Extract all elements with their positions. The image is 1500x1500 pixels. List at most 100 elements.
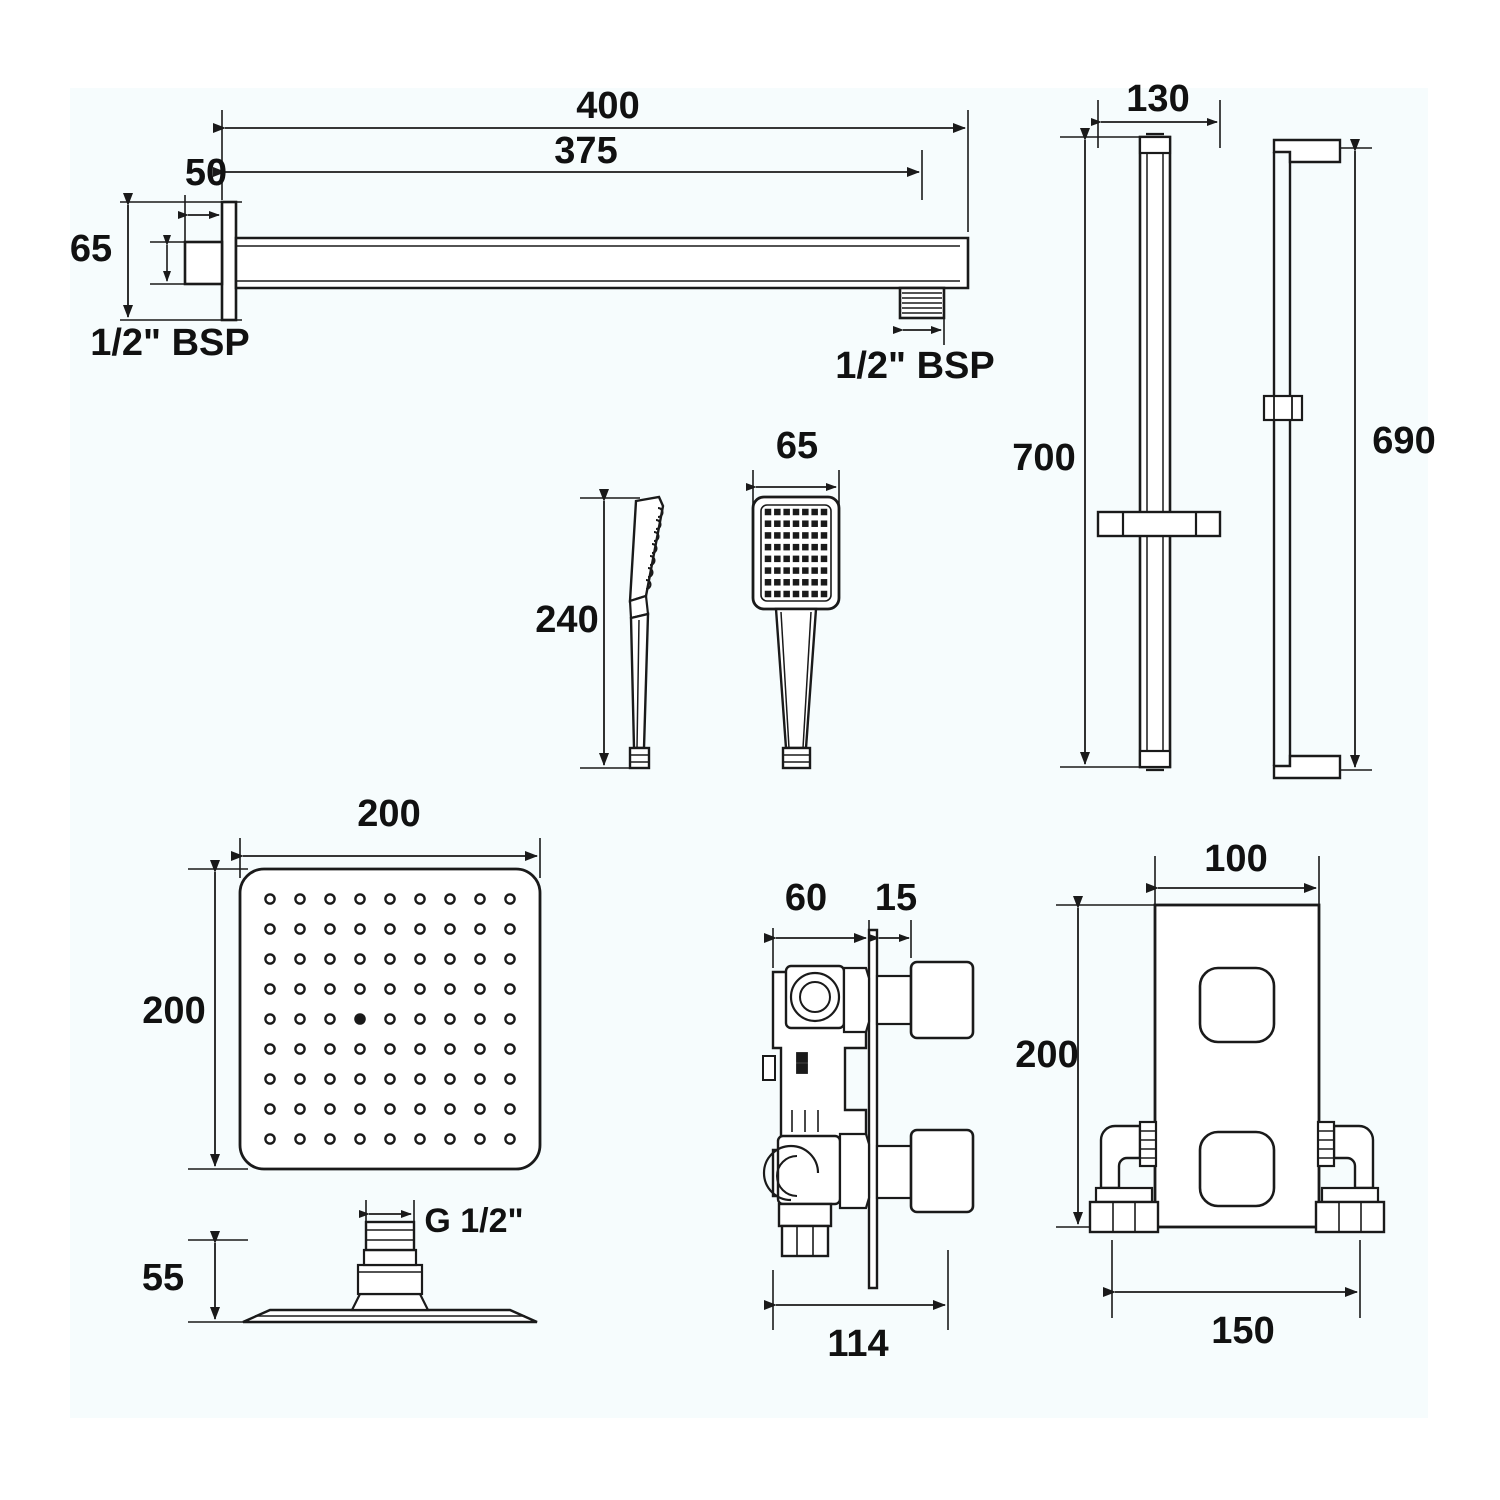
- overhead-nozzle: [444, 923, 456, 935]
- overhead-nozzle: [504, 1103, 516, 1115]
- overhead-nozzle: [384, 893, 396, 905]
- dimension-label-dim-65-arm: 65: [70, 228, 112, 270]
- handset-nozzle: [811, 508, 818, 516]
- dimension-label-dim-114: 114: [827, 1323, 888, 1365]
- overhead-nozzle: [294, 1103, 306, 1115]
- handset-front-hose-nut: [781, 746, 812, 770]
- valve-side-lower-knob: [909, 1128, 975, 1214]
- arm-outlet-thread: [902, 292, 942, 314]
- overhead-nozzle: [414, 923, 426, 935]
- rail-bottom-cap: [1138, 749, 1172, 769]
- overhead-nozzle: [294, 1073, 306, 1085]
- overhead-nozzle: [324, 1073, 336, 1085]
- handset-nozzle: [774, 567, 781, 574]
- rail-slider-bracket: [1096, 510, 1222, 538]
- valve-side-lower-spindle: [875, 1144, 913, 1200]
- overhead-head-boss-neck: [362, 1248, 418, 1267]
- overhead-nozzle: [384, 1043, 396, 1055]
- overhead-nozzle: [444, 983, 456, 995]
- overhead-nozzle: [354, 983, 366, 995]
- dimension-label-dim-200-h: 200: [142, 990, 205, 1032]
- handset-nozzle: [764, 532, 772, 539]
- dimension-label-note-g-half: G 1/2": [424, 1202, 523, 1240]
- dimension-outlet-thread: [893, 300, 945, 345]
- overhead-nozzle: [444, 893, 456, 905]
- handset-nozzle: [783, 555, 790, 563]
- valve-side-outlet-nut: [780, 1224, 830, 1258]
- overhead-nozzle: [264, 1013, 276, 1025]
- dimension-15: [869, 920, 912, 958]
- rail-top-cap: [1138, 135, 1172, 155]
- overhead-nozzle: [264, 1103, 276, 1115]
- view-valve-front: [1056, 856, 1386, 1318]
- valve-side-upper-circle-inner: [799, 981, 831, 1013]
- overhead-nozzle: [294, 1133, 306, 1145]
- handset-nozzle: [783, 520, 790, 527]
- handset-nozzle: [774, 555, 781, 563]
- rail-side-top-bracket: [1272, 138, 1342, 164]
- handset-nozzle: [811, 532, 818, 539]
- overhead-head-boss-mid: [356, 1263, 424, 1296]
- valve-front-upper-control: [1198, 966, 1276, 1044]
- overhead-nozzle: [504, 953, 516, 965]
- overhead-nozzle: [384, 983, 396, 995]
- handset-nozzle: [811, 543, 818, 551]
- handset-nozzle: [792, 567, 800, 574]
- overhead-nozzle: [414, 1073, 426, 1085]
- overhead-nozzle: [294, 923, 306, 935]
- handset-nozzle: [811, 555, 818, 563]
- overhead-head-boss-base: [350, 1292, 430, 1312]
- overhead-head-inlet-thread: [364, 1220, 416, 1252]
- valve-side-lower-arc-inner: [776, 1155, 798, 1197]
- dimension-55: [188, 1231, 248, 1323]
- handset-nozzle: [764, 567, 772, 574]
- overhead-nozzle: [264, 983, 276, 995]
- arm-wall-plate: [220, 200, 238, 322]
- overhead-nozzle: [414, 893, 426, 905]
- handset-nozzle: [783, 543, 790, 551]
- handset-nozzle: [792, 555, 800, 563]
- valve-front-left-inlet: [1088, 1120, 1160, 1234]
- valve-front-lower-control: [1198, 1130, 1276, 1208]
- overhead-nozzle: [474, 1043, 486, 1055]
- overhead-nozzle: [504, 1043, 516, 1055]
- overhead-nozzle: [444, 1103, 456, 1115]
- handset-side-spray-head: [628, 495, 665, 603]
- valve-side-upper-knob: [909, 960, 975, 1040]
- overhead-nozzle: [504, 983, 516, 995]
- valve-side-upper-spindle: [875, 974, 913, 1026]
- valve-side-badge-top: [796, 1052, 808, 1063]
- handset-nozzle: [783, 590, 790, 598]
- handset-nozzle: [774, 532, 781, 539]
- dimension-400: [213, 110, 969, 232]
- dimension-label-dim-400: 400: [576, 85, 639, 127]
- overhead-nozzle: [474, 1133, 486, 1145]
- overhead-nozzle: [444, 1043, 456, 1055]
- overhead-nozzle: [264, 893, 276, 905]
- valve-side-outlet-collar: [777, 1202, 833, 1228]
- dimension-200-width: [231, 838, 541, 878]
- dimension-700: [1060, 128, 1140, 768]
- handset-front-spray-inner: [760, 504, 832, 602]
- overhead-nozzle: [414, 1013, 426, 1025]
- dimension-g-half-inch: [359, 1200, 415, 1228]
- valve-front-right-inlet: [1314, 1120, 1386, 1234]
- arm-wall-stub: [183, 240, 224, 286]
- overhead-nozzle: [354, 893, 366, 905]
- handset-nozzle: [792, 590, 800, 598]
- rail-side-tube: [1272, 152, 1292, 766]
- dimension-label-dim-375: 375: [554, 130, 617, 172]
- overhead-nozzle: [324, 1133, 336, 1145]
- dimension-200-height: [188, 860, 248, 1170]
- view-handset-front: [746, 470, 841, 770]
- dimension-label-dim-150: 150: [1211, 1310, 1274, 1352]
- overhead-nozzle: [414, 983, 426, 995]
- overhead-nozzle: [354, 1103, 366, 1115]
- handset-nozzle: [802, 520, 809, 527]
- overhead-nozzle: [444, 1073, 456, 1085]
- overhead-nozzle: [444, 1013, 456, 1025]
- handset-nozzle: [802, 508, 809, 516]
- handset-nozzle: [820, 567, 828, 574]
- handset-nozzle: [792, 508, 800, 516]
